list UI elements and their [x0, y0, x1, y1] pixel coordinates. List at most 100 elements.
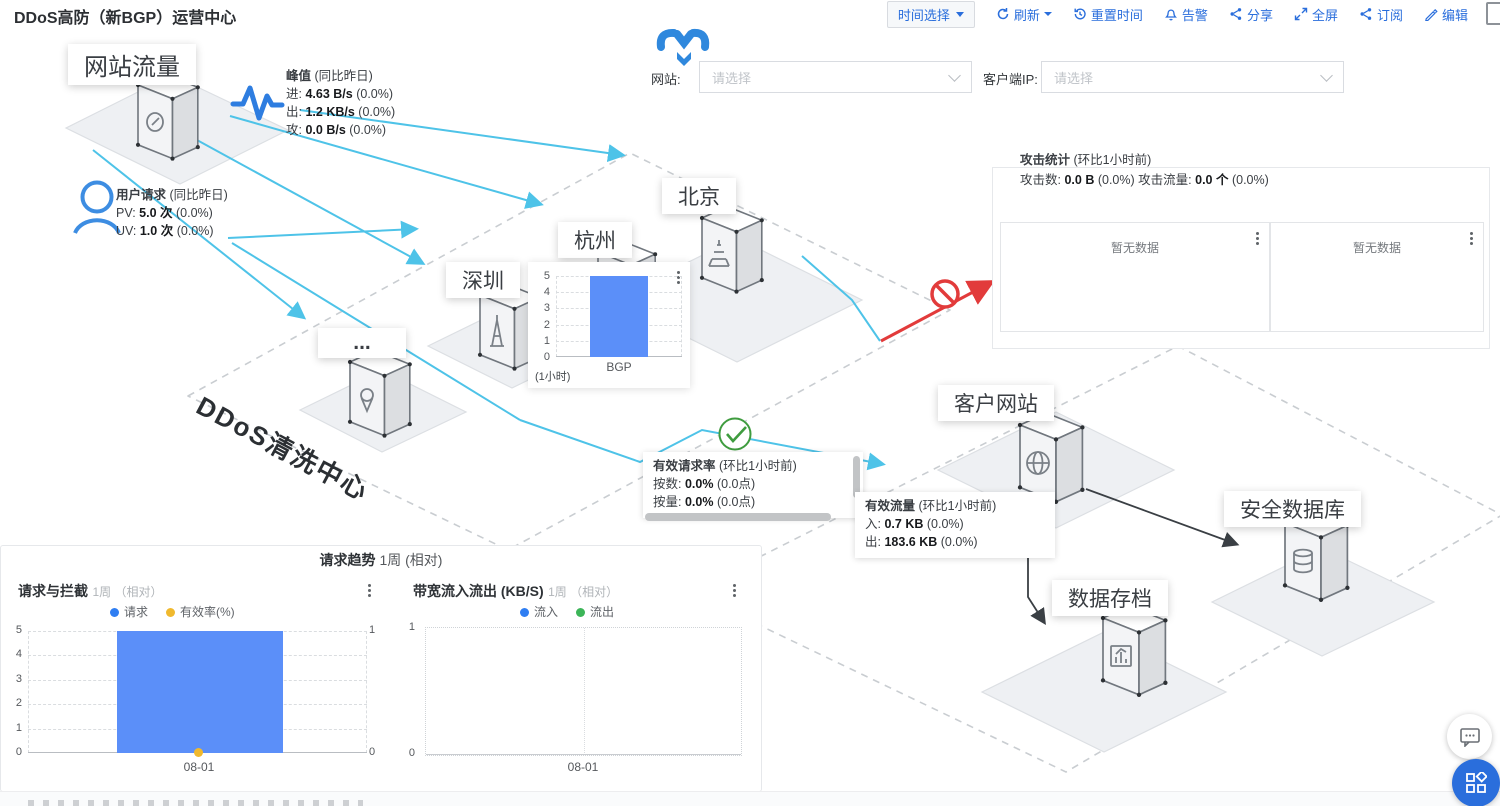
refresh-button[interactable]: 刷新 [996, 5, 1052, 24]
page-title: DDoS高防（新BGP）运营中心 [14, 10, 237, 27]
bgp-plot [556, 276, 682, 357]
chevron-down-icon [1043, 12, 1052, 16]
y-tick: 1 [543, 335, 550, 347]
attack-stats-title: 攻击统计 (环比1小时前) [1020, 153, 1152, 167]
pulse-icon [230, 85, 285, 121]
legend-dot-blue [520, 608, 529, 617]
subscribe-share-icon [1360, 8, 1372, 20]
attack-empty-panel-right: 暂无数据 [1270, 222, 1484, 332]
more-icon[interactable] [733, 589, 736, 592]
bgp-period-note: (1小时) [535, 371, 571, 383]
chat-bubble-icon [1459, 727, 1480, 747]
subscribe-button[interactable]: 订阅 [1359, 5, 1403, 24]
archive-chart-icon [1110, 645, 1132, 667]
apps-grid-icon [1466, 772, 1487, 793]
chevron-down-icon [948, 68, 961, 82]
bandwidth-chart-legend: 流入 流出 [520, 603, 614, 620]
alarm-button[interactable]: 告警 [1164, 5, 1208, 24]
client-ip-select[interactable]: 请选择 [1041, 61, 1344, 93]
user-icon [73, 180, 121, 234]
tower-icon [490, 315, 504, 347]
site-select-placeholder: 请选择 [712, 70, 752, 86]
node-label-beijing: 北京 [662, 178, 736, 214]
valid-traffic-card: 有效流量 (环比1小时前) 入: 0.7 KB (0.0%) 出: 183.6 … [855, 492, 1055, 558]
chevron-down-icon [1320, 68, 1333, 82]
attack-stats-values: 攻击数: 0.0 B (0.0%) 攻击流量: 0.0 个 (0.0%) [1020, 173, 1269, 187]
y-tick-right: 1 [369, 624, 376, 636]
reset-time-button[interactable]: 重置时间 [1073, 5, 1143, 24]
partial-window-icon[interactable] [1486, 2, 1500, 25]
y-tick: 1 [408, 621, 415, 633]
request-bar [117, 631, 283, 753]
peak-stats: 峰值 (同比昨日) 进: 4.63 B/s (0.0%) 出: 1.2 KB/s… [286, 69, 396, 137]
y-tick: 4 [543, 286, 550, 298]
more-icon[interactable] [368, 589, 371, 592]
fullscreen-button[interactable]: 全屏 [1294, 5, 1338, 24]
y-tick: 0 [543, 351, 550, 363]
x-tick: 08-01 [567, 760, 599, 774]
check-icon [718, 417, 752, 451]
node-label-website-traffic: 网站流量 [68, 44, 196, 85]
share-icon [1230, 8, 1242, 20]
bgp-x-label: BGP [606, 360, 632, 374]
feedback-chat-button[interactable] [1447, 714, 1492, 759]
customer-zone [689, 345, 1500, 773]
y-tick: 1 [15, 722, 22, 734]
y-tick: 3 [15, 673, 22, 685]
cutoff-panel-text-fragment [28, 800, 363, 806]
pencil-icon [1425, 8, 1438, 21]
y-tick: 4 [15, 648, 22, 660]
client-ip-filter-label: 客户端IP: [983, 72, 1038, 87]
rate-dot [194, 748, 203, 757]
user-request-stats: 用户请求 (同比昨日) PV: 5.0 次 (0.0%) UV: 1.0 次 (… [116, 188, 228, 238]
legend-dot-green [576, 608, 586, 617]
bgp-chart-card: 5 4 3 2 1 0 BGP (1小时) [528, 262, 690, 388]
database-icon [1293, 548, 1313, 574]
location-pin-icon [360, 388, 374, 414]
node-label-shenzhen: 深圳 [446, 262, 520, 298]
cutoff-panel [0, 791, 1500, 806]
more-icon[interactable] [1470, 237, 1473, 240]
node-label-more: ... [318, 328, 406, 358]
globe-icon [1026, 451, 1050, 475]
edit-button[interactable]: 编辑 [1424, 5, 1468, 24]
refresh-icon [997, 8, 1009, 20]
node-label-customer-site: 客户网站 [938, 385, 1054, 421]
legend-dot-yellow [166, 608, 176, 617]
more-icon[interactable] [1256, 237, 1259, 240]
node-label-hangzhou: 杭州 [558, 222, 632, 258]
request-chart-legend: 请求 有效率(%) [110, 603, 235, 620]
time-select-button[interactable]: 时间选择 [886, 0, 975, 28]
blocked-attack-arrow [880, 280, 996, 343]
traffic-links [92, 109, 886, 471]
horizontal-scrollbar[interactable] [645, 513, 831, 521]
history-clock-icon [1074, 8, 1086, 20]
site-select[interactable]: 请选择 [699, 61, 972, 93]
legend-dot-blue [110, 608, 119, 617]
y-tick: 0 [15, 746, 22, 758]
y-tick: 2 [543, 319, 550, 331]
node-label-data-archive: 数据存档 [1052, 580, 1168, 616]
chevron-down-icon [955, 11, 964, 17]
y-tick: 5 [543, 270, 550, 282]
tsec-logo-icon [656, 28, 710, 66]
x-tick: 08-01 [183, 760, 215, 774]
bgp-bar [590, 276, 648, 357]
y-tick: 3 [543, 302, 550, 314]
y-tick: 2 [15, 697, 22, 709]
valid-request-rate-card: 有效请求率 (环比1小时前) 按数: 0.0% (0.0点) 按量: 0.0% … [643, 452, 863, 518]
site-filter-label: 网站: [651, 72, 681, 87]
share-button[interactable]: 分享 [1229, 5, 1273, 24]
apps-grid-button[interactable] [1452, 759, 1500, 806]
prohibition-icon [930, 279, 960, 309]
toolbar: 时间选择 刷新 重置时间 告警 [886, 0, 1468, 28]
request-plot [28, 631, 367, 757]
more-icon[interactable] [677, 276, 680, 279]
pagoda-icon [708, 240, 730, 267]
gauge-icon [146, 112, 164, 132]
vertical-scrollbar[interactable] [853, 456, 860, 498]
trend-panel-title: 请求趋势 1周 (相对) [319, 552, 443, 568]
attack-empty-panel-left: 暂无数据 [1000, 222, 1270, 332]
